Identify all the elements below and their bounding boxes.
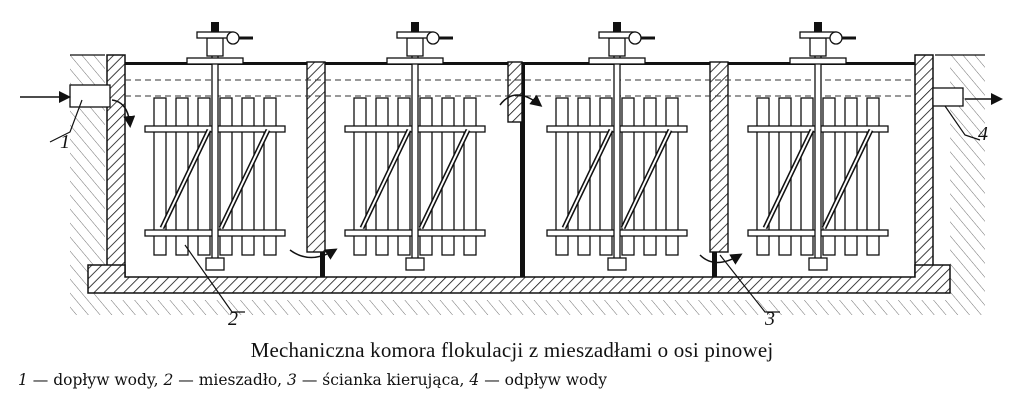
ground xyxy=(70,54,985,315)
mixer-2 xyxy=(344,22,486,271)
label-1: 1 xyxy=(60,131,70,153)
flow-arrows xyxy=(20,91,1003,265)
tank-walls xyxy=(69,54,964,294)
label-3: 3 xyxy=(764,308,775,330)
mixers xyxy=(144,22,889,271)
label-2: 2 xyxy=(228,308,238,330)
guide-walls xyxy=(306,61,729,253)
mixer-1 xyxy=(144,22,286,271)
flocculation-chamber-diagram: 1 2 3 4 xyxy=(20,22,1003,330)
water-surface xyxy=(125,79,915,97)
label-4: 4 xyxy=(978,123,988,145)
leaders xyxy=(49,99,981,313)
mixer-3 xyxy=(546,22,688,271)
figure-legend: 1 — dopływ wody, 2 — mieszadło, 3 — ścia… xyxy=(18,371,608,389)
mixer-4 xyxy=(747,22,889,271)
figure-caption: Mechaniczna komora flokulacji z mieszadł… xyxy=(250,338,774,362)
